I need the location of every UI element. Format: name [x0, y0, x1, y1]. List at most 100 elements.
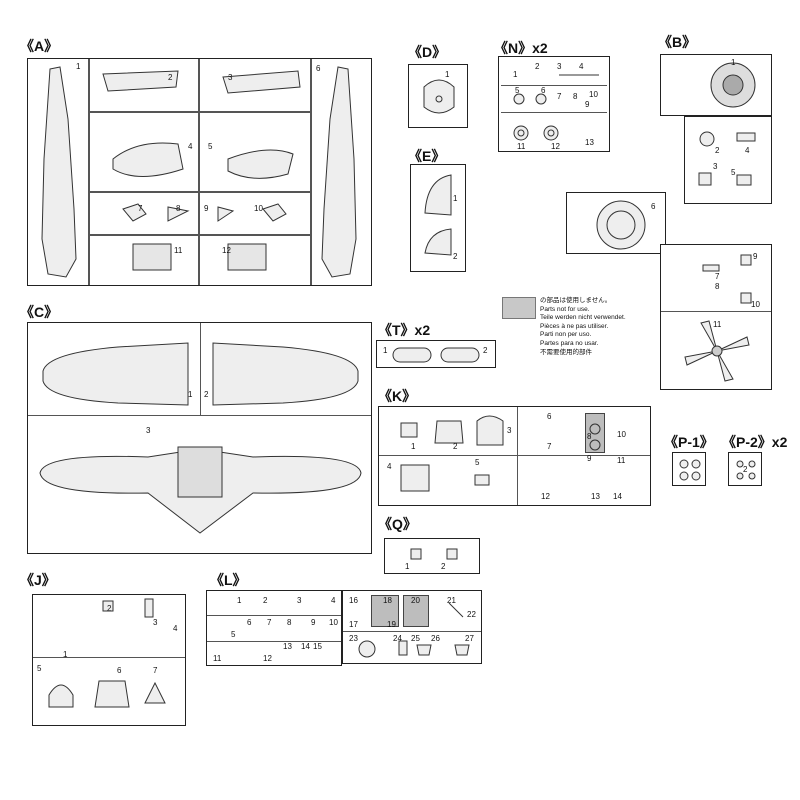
sprue-d: 1	[408, 64, 468, 128]
part-number: 18	[383, 596, 392, 605]
part-number: 21	[447, 596, 456, 605]
part-number: 3	[557, 62, 562, 71]
sprue-n: 1 2 3 4 5 6 7 8 9 10 11 12 13	[498, 56, 610, 152]
part-number: 10	[617, 430, 626, 439]
part-number: 9	[311, 618, 316, 627]
part-number: 1	[383, 346, 388, 355]
part-number: 5	[475, 458, 480, 467]
part-number: 4	[745, 146, 750, 155]
part-number: 3	[507, 426, 512, 435]
part-number: 12	[263, 654, 272, 663]
part-number: 2	[107, 604, 112, 613]
group-label-p1: 《P-1》	[664, 434, 714, 450]
part-number: 12	[551, 142, 560, 151]
part-number: 1	[237, 596, 242, 605]
part-number: 3	[153, 618, 158, 627]
part-number: 11	[213, 654, 222, 663]
part-number: 2	[743, 465, 748, 474]
sprue-t: 1 2	[376, 340, 496, 368]
part-number: 7	[547, 442, 552, 451]
part-number: 2	[168, 73, 173, 82]
part-number: 13	[283, 642, 292, 651]
part-number: 10	[329, 618, 338, 627]
sprue-l-right: 16 17 18 19 20 21 22 23 24 25 26 27	[342, 590, 482, 664]
sprue-c-wings	[39, 342, 362, 534]
part-number: 10	[589, 90, 598, 99]
part-number: 1	[513, 70, 518, 79]
part-number: 8	[287, 618, 292, 627]
part-number: 1	[76, 62, 81, 71]
part-number: 2	[715, 146, 720, 155]
part-number: 5	[515, 86, 520, 95]
sprue-b-mid: 2 3 4 5	[684, 116, 772, 204]
part-number: 12	[222, 246, 231, 255]
part-number: 13	[585, 138, 594, 147]
part-number: 11	[174, 246, 183, 255]
part-b1-engine	[710, 62, 756, 108]
group-label-l: 《L》	[210, 572, 247, 588]
part-b11-propeller	[684, 254, 752, 382]
sprue-e: 1 2	[410, 164, 466, 272]
sprue-p1	[672, 452, 706, 486]
part-number: 19	[387, 620, 396, 629]
sprue-a-parts	[41, 66, 357, 278]
part-d1-shape	[423, 79, 455, 114]
part-number: 9	[587, 454, 592, 463]
part-number: 24	[393, 634, 402, 643]
sprue-b-prop: 7 8 9 10 11	[660, 244, 772, 390]
sprue-p2-parts	[736, 460, 756, 480]
part-number: 1	[63, 650, 68, 659]
sprue-a: 1 2 3 4 5 6 7 8 9 10 11 12	[27, 58, 372, 286]
part-number: 10	[254, 204, 263, 213]
part-number: 3	[297, 596, 302, 605]
part-number: 20	[411, 596, 420, 605]
part-number: 9	[204, 204, 209, 213]
group-label-b: 《B》	[658, 34, 697, 50]
group-label-p2: 《P-2》x2	[722, 434, 788, 450]
sprue-n-parts	[513, 74, 599, 141]
sprue-q: 1 2	[384, 538, 480, 574]
part-number: 11	[517, 142, 526, 151]
part-number: 7	[153, 666, 158, 675]
part-number: 5	[231, 630, 236, 639]
group-label-d: 《D》	[408, 44, 447, 60]
part-number: 2	[263, 596, 268, 605]
part-number: 27	[465, 634, 474, 643]
part-number: 2	[441, 562, 446, 571]
part-number: 13	[591, 492, 600, 501]
part-number: 7	[715, 272, 720, 281]
part-number: 4	[331, 596, 336, 605]
sprue-c: 1 2 3	[27, 322, 372, 554]
sprue-k-parts	[400, 415, 601, 492]
part-number: 3	[228, 73, 233, 82]
part-number: 6	[541, 86, 546, 95]
part-number: 2	[204, 390, 209, 399]
part-number: 9	[585, 100, 590, 109]
unused-part-swatch	[502, 297, 536, 319]
group-label-k: 《K》	[378, 388, 417, 404]
part-number: 5	[208, 142, 213, 151]
group-label-n: 《N》x2	[494, 40, 548, 56]
part-number: 9	[753, 252, 758, 261]
part-number: 25	[411, 634, 420, 643]
part-number: 23	[349, 634, 358, 643]
part-number: 2	[453, 442, 458, 451]
part-number: 1	[453, 194, 458, 203]
part-number: 6	[316, 64, 321, 73]
part-number: 2	[483, 346, 488, 355]
part-number: 11	[713, 320, 722, 329]
part-number: 16	[349, 596, 358, 605]
part-number: 6	[247, 618, 252, 627]
sprue-b-cowl: 6	[566, 192, 666, 254]
sprue-t-parts	[392, 347, 480, 363]
group-label-a: 《A》	[20, 38, 59, 54]
part-number: 1	[445, 70, 450, 79]
group-label-t: 《T》x2	[378, 322, 431, 338]
part-number: 5	[731, 168, 736, 177]
part-number: 10	[751, 300, 760, 309]
part-number: 5	[37, 664, 42, 673]
sprue-k: 1 2 3 4 5 6 7 8 9 10 11 12 13 14	[378, 406, 651, 506]
group-label-j: 《J》	[20, 572, 56, 588]
sprue-l-left: 1 2 3 4 5 6 7 8 9 10 11 12 13 14 15	[206, 590, 342, 666]
sprue-j: 2 3 4 1 5 6 7	[32, 594, 186, 726]
